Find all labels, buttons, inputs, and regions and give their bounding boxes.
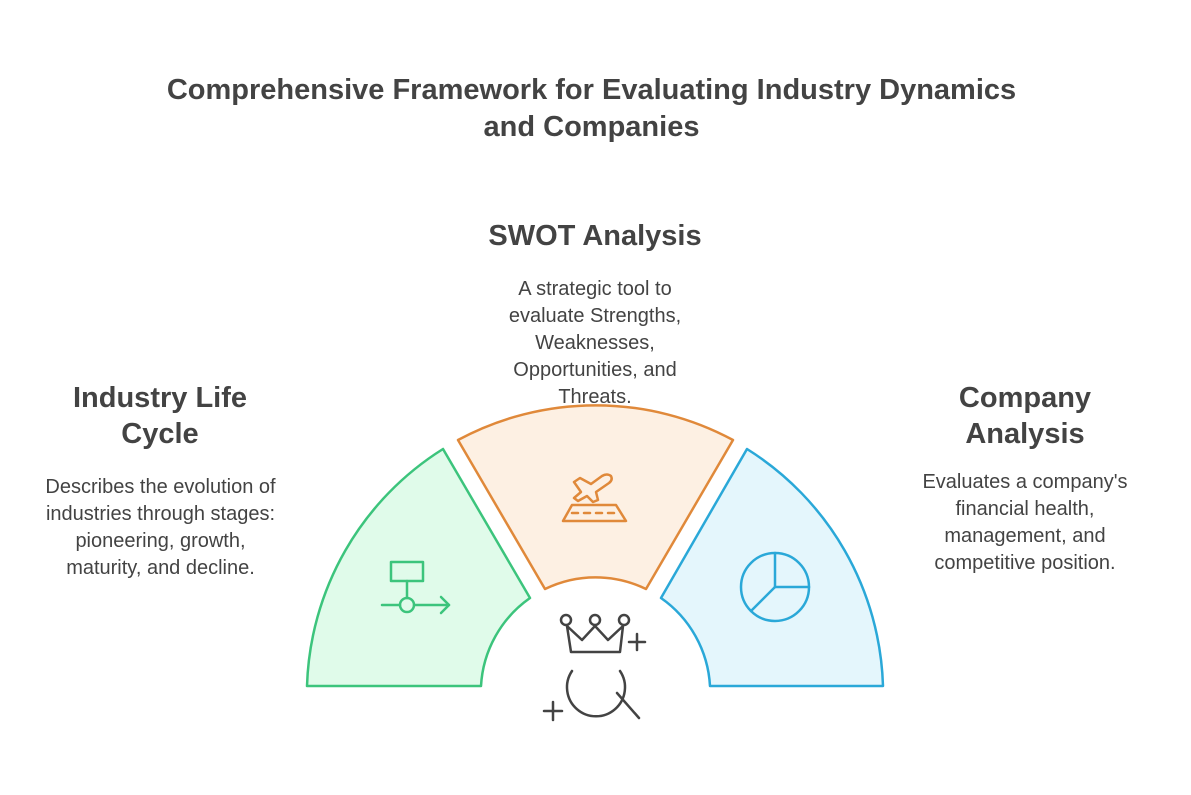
segment-industry-life-cycle [305, 447, 532, 688]
segment-company-analysis [659, 447, 885, 688]
industry-life-cycle-description: Describes the evolution of industries th… [45, 476, 276, 579]
pie-chart-icon [739, 551, 811, 623]
flowchart-icon [380, 560, 451, 615]
segment-swot-analysis [456, 404, 735, 591]
diagram-title: Comprehensive Framework for Evaluating I… [166, 74, 1017, 143]
swot-analysis-description: A strategic tool to evaluate Strengths, … [508, 278, 682, 408]
company-analysis-description: Evaluates a company's financial health, … [922, 471, 1128, 574]
airplane-landing-icon [561, 473, 628, 523]
company-analysis-heading: Company Analysis [958, 382, 1092, 450]
industry-life-cycle-heading: Industry Life Cycle [72, 382, 247, 450]
crown-magnifier-icon [542, 613, 647, 722]
swot-analysis-heading: SWOT Analysis [488, 220, 702, 252]
